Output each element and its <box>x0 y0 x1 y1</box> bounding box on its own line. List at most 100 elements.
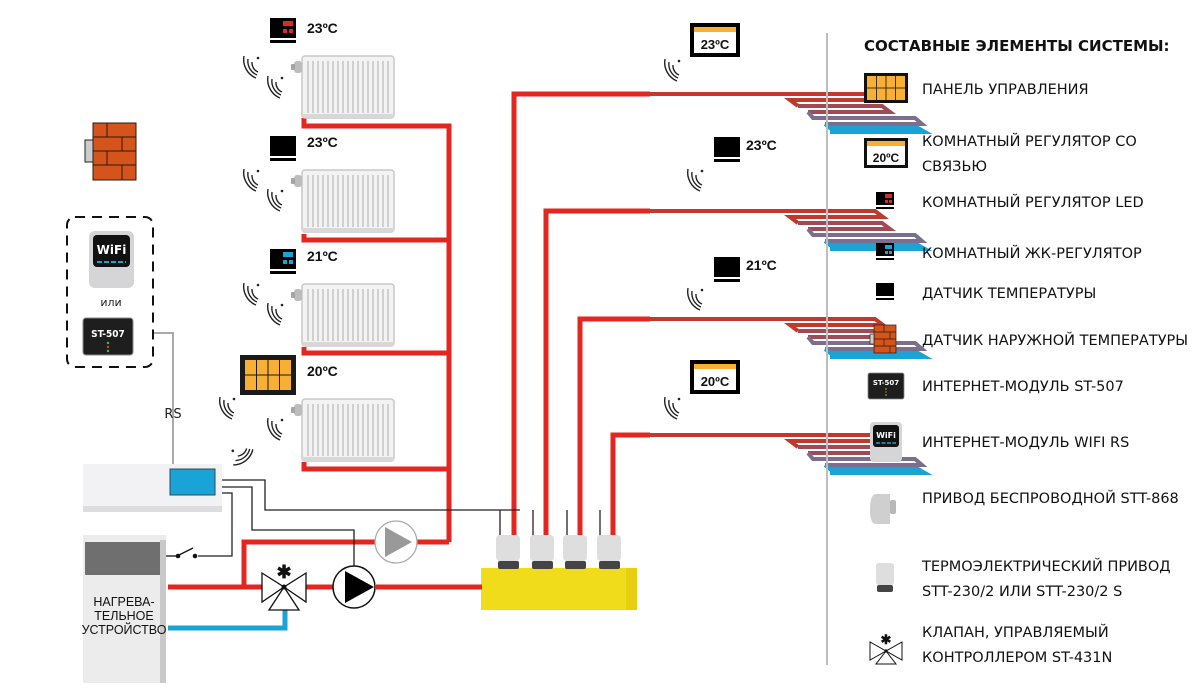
wireless-signal-icon <box>266 188 284 212</box>
st507-module-icon: ST-507 <box>82 317 134 356</box>
wireless-signal-icon <box>686 287 704 311</box>
legend-label: ПАНЕЛЬ УПРАВЛЕНИЯ <box>922 82 1089 98</box>
mixing-valve-icon: ✱ <box>261 562 307 611</box>
wireless-signal-icon <box>242 282 260 306</box>
floor-zone-1-regulator: 23ºC <box>663 23 740 82</box>
legend-item-control-panel: ПАНЕЛЬ УПРАВЛЕНИЯ <box>864 73 1089 103</box>
svg-text:✱: ✱ <box>276 562 291 582</box>
boiler-label-line2: ТЕЛЬНОЕ <box>94 609 153 623</box>
legend-label: ПРИВОД БЕСПРОВОДНОЙ STT-868 <box>922 489 1179 507</box>
legend-label: ИНТЕРНЕТ-МОДУЛЬ ST-507 <box>922 379 1124 395</box>
wireless-signal-icon <box>229 445 256 466</box>
floor-zone-2-temperature: 23ºC <box>746 137 777 153</box>
thermoelectric-actuator-icon <box>876 563 894 592</box>
temperature-sensor-icon <box>714 257 740 282</box>
legend-item-temperature-sensor: ДАТЧИК ТЕМПЕРАТУРЫ <box>876 283 1096 302</box>
legend-item-room-regulator-lcd: КОМНАТНЫЙ ЖК-РЕГУЛЯТОР <box>876 243 1142 262</box>
control-wiring <box>152 332 601 578</box>
legend-label: КОМНАТНЫЙ ЖК-РЕГУЛЯТОР <box>922 244 1142 262</box>
legend-label: КОМНАТНЫЙ РЕГУЛЯТОР LED <box>922 193 1144 211</box>
temperature-sensor-icon <box>270 136 296 161</box>
floor-heating-pipes <box>511 91 650 540</box>
or-label: или <box>100 296 121 309</box>
radiator-4: 20ºC <box>218 355 395 462</box>
thermoelectric-actuator-icon <box>563 535 587 569</box>
legend-label: ДАТЧИК ТЕМПЕРАТУРЫ <box>922 286 1096 302</box>
legend-label: КОНТРОЛЛЕРОМ ST-431N <box>922 650 1112 666</box>
thermoelectric-actuator-icon <box>496 535 520 569</box>
radiator-2-temperature: 23ºC <box>307 134 338 150</box>
thermoelectric-actuator-icon <box>530 535 554 569</box>
rs-connection-label: RS <box>164 407 181 422</box>
legend-label: КЛАПАН, УПРАВЛЯЕМЫЙ <box>922 623 1109 641</box>
svg-text:ST-507: ST-507 <box>873 379 899 387</box>
outdoor-sensor-icon <box>869 324 897 354</box>
wireless-signal-icon <box>663 396 681 420</box>
legend-title: СОСТАВНЫЕ ЭЛЕМЕНТЫ СИСТЕМЫ: <box>864 37 1170 55</box>
mixing-valve-icon: ✱ <box>869 632 903 665</box>
wireless-signal-icon <box>663 58 681 82</box>
temperature-sensor-icon <box>876 283 894 300</box>
control-panel-icon <box>240 355 296 395</box>
st507-module-text: ST-507 <box>91 329 125 340</box>
wireless-signal-icon <box>266 417 284 441</box>
floor-zone-1-temperature: 23ºC <box>701 37 730 52</box>
wifi-module-text: WiFi <box>97 243 127 257</box>
svg-text:✱: ✱ <box>881 632 892 647</box>
legend-item-room-regulator-comm: 20ºC КОМНАТНЫЙ РЕГУЛЯТОР СО СВЯЗЬЮ <box>864 132 1137 175</box>
radiator-3: 21ºC <box>242 248 395 347</box>
main-controller <box>83 445 256 512</box>
floor-zone-3-sensor: 21ºC <box>686 257 777 311</box>
circulation-pump-floor <box>332 565 376 609</box>
room-regulator-lcd-icon <box>270 249 296 274</box>
legend-label: ТЕРМОЭЛЕКТРИЧЕСКИЙ ПРИВОД <box>921 557 1171 575</box>
legend: СОСТАВНЫЕ ЭЛЕМЕНТЫ СИСТЕМЫ: ПАНЕЛЬ УПРАВ… <box>864 37 1188 666</box>
wifi-module-icon: WiFi <box>89 231 134 288</box>
legend-label: КОМНАТНЫЙ РЕГУЛЯТОР СО <box>922 132 1137 150</box>
internet-module-group: WiFi или ST-507 RS <box>66 216 182 422</box>
legend-label: STT-230/2 ИЛИ STT-230/2 S <box>922 584 1122 600</box>
wireless-actuator-icon <box>870 494 896 524</box>
circulation-pump-radiators <box>374 520 418 564</box>
wireless-signal-icon <box>266 302 284 326</box>
wireless-signal-icon <box>266 75 284 99</box>
thermoelectric-actuator-icon <box>597 535 621 569</box>
radiator-1-temperature: 23ºC <box>307 20 338 36</box>
room-regulator-comm-icon: 20ºC <box>864 138 908 168</box>
svg-text:WiFi: WiFi <box>876 431 896 440</box>
radiator-3-temperature: 21ºC <box>307 248 338 264</box>
floor-zone-4-temperature: 20ºC <box>701 374 730 389</box>
legend-item-st507: ST-507 ИНТЕРНЕТ-МОДУЛЬ ST-507 <box>867 372 1124 400</box>
legend-item-mixing-valve: ✱ КЛАПАН, УПРАВЛЯЕМЫЙ КОНТРОЛЛЕРОМ ST-43… <box>869 623 1112 666</box>
wireless-signal-icon <box>242 55 260 79</box>
wireless-signal-icon <box>686 168 704 192</box>
outdoor-sensor-icon <box>84 122 137 181</box>
floor-zone-4-regulator: 20ºC <box>663 360 740 420</box>
boiler-label-line3: УСТРОЙСТВО <box>82 622 167 637</box>
legend-label: ИНТЕРНЕТ-МОДУЛЬ WIFI RS <box>922 435 1129 451</box>
legend-item-outdoor-sensor: ДАТЧИК НАРУЖНОЙ ТЕМПЕРАТУРЫ <box>869 324 1188 354</box>
legend-item-wireless-actuator: ПРИВОД БЕСПРОВОДНОЙ STT-868 <box>870 489 1179 524</box>
wifi-module-icon: WiFi <box>870 422 902 462</box>
room-regulator-comm-icon: 20ºC <box>690 360 740 394</box>
wireless-signal-icon <box>218 396 237 420</box>
radiator-1: 23ºC <box>242 18 395 119</box>
room-regulator-comm-icon: 23ºC <box>690 23 740 57</box>
manifold <box>481 535 637 610</box>
wireless-signal-icon <box>242 168 260 192</box>
legend-label: СВЯЗЬЮ <box>922 159 987 175</box>
legend-label: ДАТЧИК НАРУЖНОЙ ТЕМПЕРАТУРЫ <box>922 331 1188 349</box>
radiator-4-temperature: 20ºC <box>307 363 338 379</box>
temperature-sensor-icon <box>714 137 740 162</box>
floor-zone-2-sensor: 23ºC <box>686 137 777 192</box>
room-regulator-led-icon <box>270 18 296 43</box>
legend-item-room-regulator-led: КОМНАТНЫЙ РЕГУЛЯТОР LED <box>876 192 1144 211</box>
boiler-pipes <box>168 584 482 631</box>
room-regulator-lcd-icon <box>876 243 894 260</box>
floor-zone-3-temperature: 21ºC <box>746 257 777 273</box>
st507-module-icon: ST-507 <box>867 372 905 400</box>
legend-item-thermoelectric-actuator: ТЕРМОЭЛЕКТРИЧЕСКИЙ ПРИВОД STT-230/2 ИЛИ … <box>876 557 1171 600</box>
radiator-circuit-pipes <box>241 118 452 587</box>
svg-text:20ºC: 20ºC <box>873 151 900 165</box>
